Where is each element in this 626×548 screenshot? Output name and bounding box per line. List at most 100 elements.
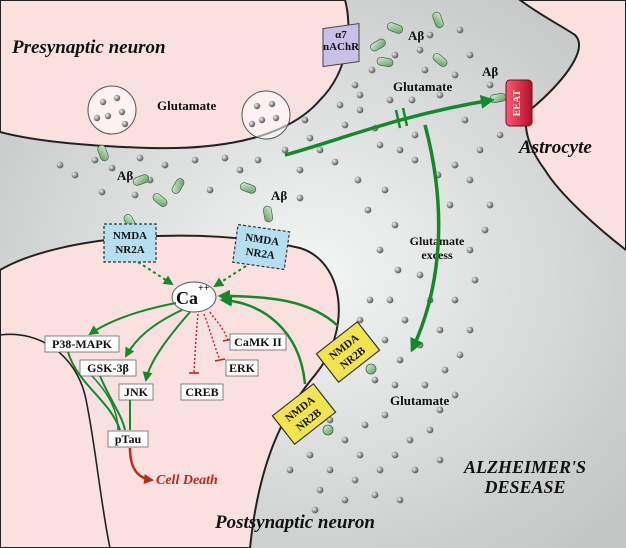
- glutamate-dot: [296, 166, 304, 174]
- nr2b-lower-abeta-binding: [322, 424, 334, 436]
- glutamate-dot: [371, 491, 379, 499]
- glutamate-dot: [356, 106, 364, 114]
- p38-to-ptau-line: [67, 351, 121, 431]
- glutamate-dot: [354, 176, 362, 184]
- amyloid-beta-capsule: [432, 53, 448, 67]
- nr2b-upper-abeta-binding: [365, 363, 377, 375]
- nmda-nr2a-left-line1: NMDA: [113, 230, 147, 242]
- glutamate-dot: [316, 486, 324, 494]
- amyloid-beta-capsule: [171, 178, 185, 194]
- ptau-to-cell-death-arrow: [128, 447, 154, 485]
- astrocyte-label: Astrocyte: [518, 137, 592, 158]
- nr2a-right-to-calcium-arrow: [213, 265, 247, 288]
- glutamate-dot: [481, 226, 489, 234]
- glutamate-dot: [341, 121, 349, 129]
- glutamate-dot: [466, 326, 474, 334]
- glutamate-dot: [466, 51, 474, 59]
- amyloid-beta-capsule: [132, 174, 150, 186]
- abeta-label-middle: Aβ: [271, 188, 287, 203]
- nmda-nr2a-right-line2: NR2A: [245, 246, 276, 262]
- amyloid-beta-capsule: [376, 56, 394, 68]
- glutamate-dot: [351, 81, 359, 89]
- nachr-receptor: α7 nAChR: [322, 22, 360, 68]
- camk2-node: CaMK II: [229, 333, 287, 351]
- glutamate-dot: [486, 201, 494, 209]
- glutamate-dot: [436, 326, 444, 334]
- glutamate-dot: [466, 176, 474, 184]
- p38-mapk-label: P38-MAPK: [52, 337, 113, 351]
- presynaptic-label: Presynaptic neuron: [11, 37, 166, 58]
- nmda-nr2a-right: NMDA NR2A: [232, 223, 291, 271]
- glutamate-to-astrocyte-arrow: [284, 94, 495, 157]
- glutamate-dot: [396, 146, 404, 154]
- vesicle-left: [87, 85, 137, 135]
- glutamate-dot: [451, 296, 459, 304]
- glutamate-dot: [451, 391, 459, 399]
- glutamate-top-label: Glutamate: [393, 79, 452, 94]
- postsynaptic-neuron-shape: [0, 234, 340, 548]
- postsynaptic-label: Postsynaptic neuron: [214, 512, 375, 533]
- glutamate-dot: [56, 161, 64, 169]
- glutamate-dot: [451, 71, 459, 79]
- jnk-label: JNK: [124, 385, 149, 399]
- glutamate-bottom-label: Glutamate: [390, 393, 449, 408]
- glutamate-dot: [331, 158, 339, 166]
- glutamate-dot: [161, 161, 169, 169]
- erk-node: ERK: [225, 359, 259, 377]
- glutamate-dot: [311, 506, 319, 514]
- glutamate-dot: [391, 451, 399, 459]
- nmda-nr2a-left-line2: NR2A: [115, 244, 144, 256]
- amyloid-beta-capsule: [152, 193, 168, 207]
- glutamate-dot: [466, 246, 474, 254]
- glutamate-dot: [436, 91, 444, 99]
- glutamate-dot: [301, 116, 309, 124]
- calcium-label: Ca: [176, 288, 198, 308]
- disease-title-line1: ALZHEIMER'S: [463, 457, 586, 477]
- glutamate-dot: [71, 171, 79, 179]
- calcium-to-jnk-arrow: [142, 311, 191, 382]
- glutamate-dot: [426, 426, 434, 434]
- glutamate-dot: [421, 66, 429, 74]
- disease-title-line2: DESEASE: [483, 477, 565, 497]
- amyloid-beta-capsule: [262, 205, 274, 223]
- glutamate-dot: [191, 156, 199, 164]
- glutamate-dot: [391, 221, 399, 229]
- glutamate-dot: [456, 351, 464, 359]
- eeat-transporter: EEAT: [505, 79, 533, 127]
- glutamate-dot: [306, 451, 314, 459]
- nr2a-left-to-calcium-arrow: [137, 261, 174, 286]
- glutamate-dot: [411, 156, 419, 164]
- glutamate-dot: [336, 101, 344, 109]
- nmda-nr2b-upper: NMDA NR2B: [315, 320, 381, 384]
- glutamate-dot: [408, 96, 416, 104]
- glutamate-dot: [441, 366, 449, 374]
- glutamate-dot: [356, 451, 364, 459]
- glutamate-excess-arrow: [410, 124, 441, 353]
- nachr-label-line1: α7: [335, 29, 347, 41]
- calcium-to-gsk-arrow: [125, 309, 183, 358]
- glutamate-dot: [356, 316, 364, 324]
- camk2-label: CaMK II: [234, 335, 282, 349]
- glutamate-dot: [98, 188, 106, 196]
- glutamate-dot: [356, 91, 364, 99]
- abeta-label-left: Aβ: [117, 168, 133, 183]
- gsk3b-label: GSK-3β: [87, 361, 129, 375]
- calcium-charge: ++: [198, 283, 210, 294]
- glutamate-dot: [461, 116, 469, 124]
- glutamate-dot: [351, 476, 359, 484]
- glutamate-dot: [396, 356, 404, 364]
- glutamate-dot: [471, 276, 479, 284]
- glutamate-dot: [316, 146, 324, 154]
- nmda-nr2a-right-line1: NMDA: [244, 232, 280, 249]
- amyloid-beta-capsule: [97, 144, 109, 162]
- glutamate-dot: [406, 436, 414, 444]
- glutamate-dot: [296, 194, 304, 202]
- glutamate-dot: [394, 266, 402, 274]
- glutamate-dot: [456, 26, 464, 34]
- erk-label: ERK: [229, 361, 256, 375]
- glutamate-dot: [416, 46, 424, 54]
- glutamate-dot: [486, 81, 494, 89]
- glutamate-dot: [411, 466, 419, 474]
- glutamate-dot: [376, 466, 384, 474]
